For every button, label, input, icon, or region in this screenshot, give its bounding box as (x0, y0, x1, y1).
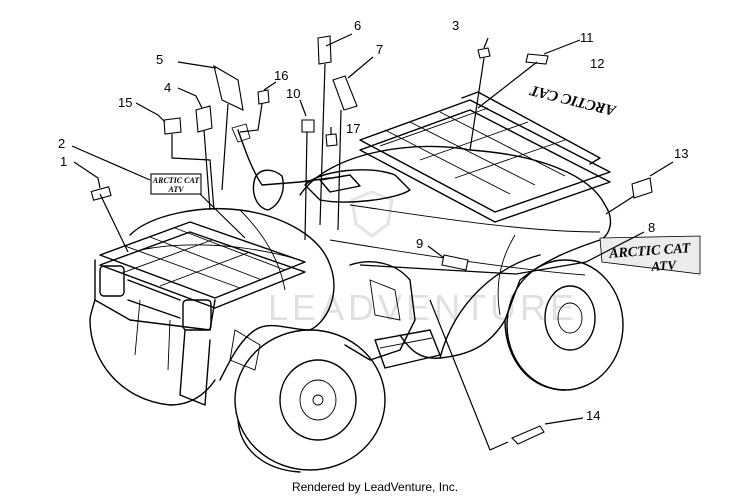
decal-17 (325, 133, 338, 147)
decal-7 (332, 75, 358, 111)
callout-17: 17 (346, 121, 360, 136)
atv-illustration (89, 91, 624, 473)
decal-14 (511, 425, 545, 445)
front-wheel (234, 329, 386, 473)
decal-2-line-1: ARCTIC CAT (152, 176, 201, 185)
decal-6 (317, 35, 332, 65)
footer-credit: Rendered by LeadVenture, Inc. (291, 480, 459, 494)
front-rack (99, 221, 306, 309)
watermark-text: LEADVENTURE (268, 287, 578, 328)
handlebar (237, 129, 331, 186)
callout-9: 9 (416, 236, 423, 251)
decal-2-line-2: ATV (167, 185, 184, 194)
decal-12: ARCTIC CAT (528, 81, 618, 118)
front-bumper (94, 259, 216, 406)
decal-8: ARCTIC CAT ATV (599, 235, 701, 275)
decal-12-text: ARCTIC CAT (528, 81, 618, 118)
callout-1: 1 (60, 154, 67, 169)
decal-11 (525, 53, 549, 65)
callout-13: 13 (674, 146, 688, 161)
leader-lines (71, 33, 674, 451)
engine-area (229, 261, 441, 371)
callout-2: 2 (58, 136, 65, 151)
callout-7: 7 (376, 42, 383, 57)
callout-12: 12 (590, 56, 604, 71)
callout-5: 5 (156, 52, 163, 67)
decal-9 (441, 254, 469, 271)
decal-13 (631, 177, 653, 199)
decal-8-line-1: ARCTIC CAT (608, 241, 693, 262)
seat (304, 169, 411, 203)
callout-10: 10 (286, 86, 300, 101)
rear-fender-lower (439, 254, 541, 359)
callout-11: 11 (580, 30, 594, 45)
decal-5 (213, 64, 244, 111)
decal-10 (301, 119, 315, 133)
callout-6: 6 (354, 18, 361, 33)
watermark: LEADVENTURE (268, 190, 578, 328)
left-front-wheel (89, 319, 216, 406)
rear-rack (359, 91, 611, 223)
decal-15 (163, 117, 182, 135)
callout-15: 15 (118, 95, 132, 110)
callout-3: 3 (452, 18, 459, 33)
callout-14: 14 (586, 408, 600, 423)
callout-16: 16 (274, 68, 288, 83)
decal-8-line-2: ATV (650, 257, 678, 274)
decal-16 (257, 89, 270, 105)
rear-fender (299, 145, 612, 359)
decal-2: ARCTIC CAT ATV (150, 173, 202, 195)
front-fender (129, 208, 335, 381)
callout-numbers: 1 2 3 4 5 6 7 8 9 10 11 12 13 14 15 16 1… (58, 18, 688, 423)
callout-8: 8 (648, 220, 655, 235)
decal-3 (477, 47, 491, 59)
callout-4: 4 (164, 80, 171, 95)
decal-4 (195, 105, 213, 133)
rear-wheel (504, 259, 624, 391)
decals: ARCTIC CAT ATV ARCTIC CAT ATV ARCTIC CAT (90, 35, 701, 445)
decal-1 (90, 186, 112, 201)
